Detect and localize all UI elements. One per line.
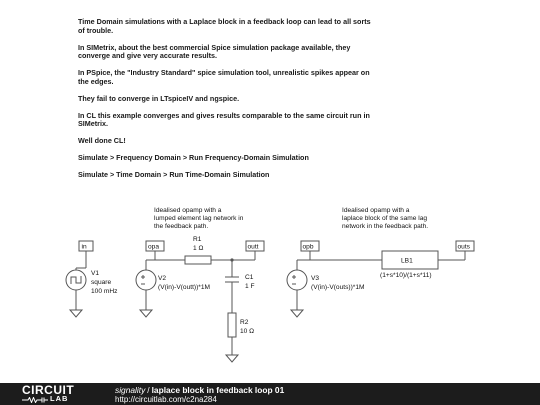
node-label-outs[interactable]: outs — [455, 240, 475, 252]
note-paragraph: They fail to converge in LTspiceIV and n… — [78, 93, 240, 103]
laplace-block-lb1[interactable]: LB1 — [381, 250, 439, 270]
note-paragraph: In SIMetrix, about the best commercial S… — [78, 42, 351, 61]
resistor-r1[interactable] — [184, 255, 212, 265]
circuitlab-logo[interactable]: CIRCUIT LAB — [22, 384, 94, 404]
v1-frequency: 100 mHz — [91, 288, 117, 295]
svg-text:opb: opb — [303, 244, 314, 251]
v3-name: V3 — [311, 275, 319, 282]
svg-text:outt: outt — [248, 244, 259, 251]
node-label-in[interactable]: in — [78, 240, 94, 252]
r1-name: R1 — [193, 236, 202, 243]
logo-circuit-icon — [22, 397, 48, 403]
logo-bottom-text: LAB — [50, 394, 69, 403]
v1-name: V1 — [91, 270, 99, 277]
ground-symbol — [289, 309, 305, 318]
v2-expression: (V(in)-V(outt))*1M — [158, 284, 210, 291]
circuit-schematic: Idealised opamp with a lumped element la… — [65, 207, 475, 363]
annotation-line: network in the feedback path. — [342, 223, 428, 230]
c1-value: 1 F — [245, 283, 255, 290]
node-label-opb[interactable]: opb — [300, 240, 320, 252]
v2-dependent-source[interactable] — [135, 269, 157, 291]
v3-dependent-source[interactable] — [286, 269, 308, 291]
annotation-line: laplace block of the same lag — [342, 215, 427, 222]
r1-value: 1 Ω — [193, 245, 203, 252]
node-label-opa[interactable]: opa — [145, 240, 165, 252]
annotation-line: the feedback path. — [154, 223, 208, 230]
footer-bar: CIRCUIT LAB signality/laplace block in f… — [0, 383, 540, 405]
annotation-line: Idealised opamp with a — [154, 207, 222, 214]
note-paragraph: In PSpice, the "Industry Standard" spice… — [78, 68, 370, 86]
node-label-outt[interactable]: outt — [245, 240, 265, 252]
description-notes: Time Domain simulations with a Laplace b… — [78, 17, 378, 188]
svg-text:outs: outs — [458, 244, 471, 251]
lb1-name: LB1 — [401, 258, 413, 265]
circuit-title: signality/laplace block in feedback loop… — [115, 385, 284, 395]
lb1-transfer-function: (1+s*10)/(1+s*11) — [380, 272, 432, 279]
v3-expression: (V(in)-V(outs))*1M — [311, 284, 365, 291]
annotation-left: Idealised opamp with a lumped element la… — [154, 207, 244, 230]
v2-name: V2 — [158, 275, 166, 282]
r2-value: 10 Ω — [240, 328, 254, 335]
v1-waveform: square — [91, 279, 111, 286]
r2-name: R2 — [240, 319, 249, 326]
c1-name: C1 — [245, 274, 254, 281]
note-paragraph: Time Domain simulations with a Laplace b… — [78, 17, 371, 35]
v1-square-source[interactable] — [65, 269, 87, 291]
annotation-line: lumped element lag network in — [154, 215, 244, 222]
resistor-r2[interactable] — [227, 312, 237, 338]
note-paragraph: In CL this example converges and gives r… — [78, 110, 370, 129]
svg-text:in: in — [82, 244, 87, 251]
circuit-name: laplace block in feedback loop 01 — [151, 385, 285, 395]
ground-symbol — [224, 354, 240, 363]
ground-symbol — [138, 309, 154, 318]
svg-text:opa: opa — [148, 244, 159, 251]
circuit-url[interactable]: http://circuitlab.com/c2na284 — [115, 395, 217, 404]
ground-symbol — [68, 309, 84, 318]
menu-path-time: Simulate > Time Domain > Run Time-Domain… — [78, 170, 270, 180]
note-paragraph: Well done CL! — [78, 136, 126, 146]
capacitor-c1[interactable] — [225, 276, 239, 283]
logo-top-text: CIRCUIT — [22, 383, 75, 397]
title-separator: / — [147, 385, 150, 395]
author-link[interactable]: signality — [115, 385, 146, 395]
menu-path-frequency: Simulate > Frequency Domain > Run Freque… — [78, 153, 309, 163]
annotation-right: Idealised opamp with a laplace block of … — [342, 207, 428, 230]
annotation-line: Idealised opamp with a — [342, 207, 410, 214]
